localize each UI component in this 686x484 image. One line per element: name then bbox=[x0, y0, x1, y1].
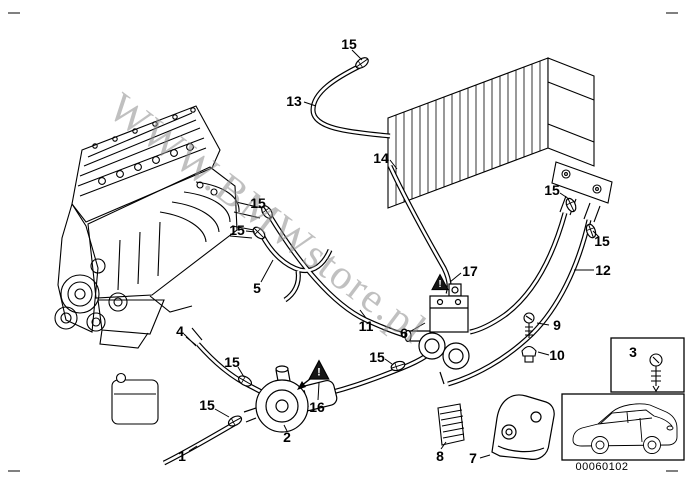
part-callout-3-23[interactable]: 3 bbox=[629, 344, 637, 360]
svg-text:!: ! bbox=[438, 279, 441, 290]
part-callout-15-6[interactable]: 15 bbox=[544, 182, 560, 198]
part-callout-15-3[interactable]: 15 bbox=[250, 195, 266, 211]
warning-triangle-icon: ! bbox=[297, 360, 330, 390]
part-callout-2-19[interactable]: 2 bbox=[283, 429, 291, 445]
part-callout-14-2[interactable]: 14 bbox=[373, 150, 389, 166]
part-callout-15-4[interactable]: 15 bbox=[229, 222, 245, 238]
part-callout-11-10[interactable]: 11 bbox=[358, 318, 374, 334]
heater-core-illustration bbox=[387, 57, 613, 223]
car-icon bbox=[572, 403, 678, 454]
part-callout-13-1[interactable]: 13 bbox=[286, 93, 302, 109]
rubber-pad-illustration bbox=[437, 403, 465, 446]
part-callout-10-13[interactable]: 10 bbox=[549, 347, 565, 363]
doc-number: 00060102 bbox=[575, 461, 629, 473]
svg-text:!: ! bbox=[317, 367, 321, 379]
bracket-illustration bbox=[491, 394, 555, 460]
screw-icon bbox=[523, 312, 535, 338]
part-callout-6-11[interactable]: 6 bbox=[400, 325, 408, 341]
aux-water-pump-illustration bbox=[243, 365, 338, 433]
car-thumbnail bbox=[561, 393, 685, 461]
part-callout-15-15[interactable]: 15 bbox=[224, 354, 240, 370]
part-callout-16-17[interactable]: 16 bbox=[309, 399, 325, 415]
part-callout-5-5[interactable]: 5 bbox=[253, 280, 261, 296]
inset-screw-box bbox=[610, 337, 685, 393]
water-valve-illustration bbox=[404, 283, 470, 385]
screw-icon bbox=[649, 353, 663, 393]
warning-triangle-icon: ! bbox=[431, 273, 449, 291]
part-callout-4-14[interactable]: 4 bbox=[176, 323, 184, 339]
part-callout-15-7[interactable]: 15 bbox=[594, 233, 610, 249]
leader-lines bbox=[185, 49, 600, 459]
part-callout-15-18[interactable]: 15 bbox=[199, 397, 215, 413]
part-callout-9-12[interactable]: 9 bbox=[553, 317, 561, 333]
part-callout-12-8[interactable]: 12 bbox=[595, 262, 611, 278]
part-callout-17-9[interactable]: 17 bbox=[462, 263, 478, 279]
part-callout-8-21[interactable]: 8 bbox=[436, 448, 444, 464]
part-callout-1-20[interactable]: 1 bbox=[178, 448, 186, 464]
corner-marks bbox=[8, 12, 678, 472]
sealing-plug-icon bbox=[521, 345, 537, 363]
part-callout-15-0[interactable]: 15 bbox=[341, 36, 357, 52]
engine-illustration bbox=[54, 105, 263, 349]
expansion-tank-illustration bbox=[111, 372, 159, 425]
part-callout-15-16[interactable]: 15 bbox=[369, 349, 385, 365]
part-callout-7-22[interactable]: 7 bbox=[469, 450, 477, 466]
